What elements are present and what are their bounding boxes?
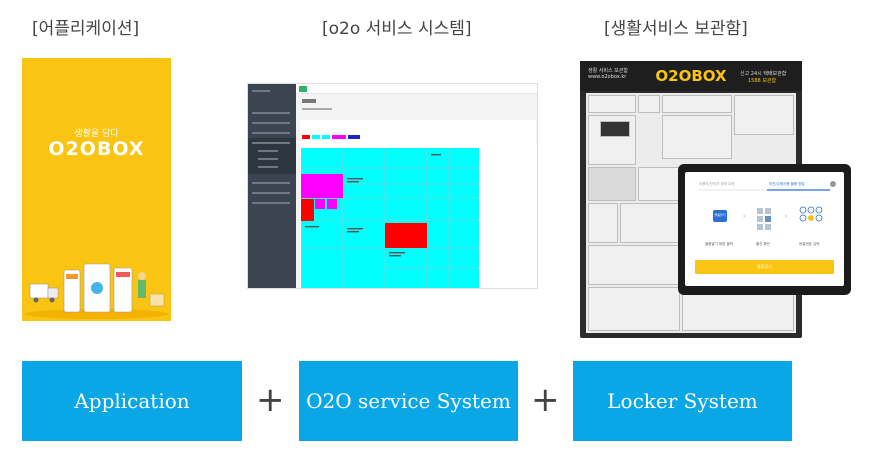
sidebar-item bbox=[252, 122, 290, 124]
kiosk-step1-button-label: 물품맡기 bbox=[714, 213, 726, 217]
locker-door bbox=[662, 95, 732, 113]
app-logo: O2OBOX bbox=[48, 138, 145, 160]
app-illustration bbox=[25, 263, 169, 319]
locker-small-screen bbox=[600, 121, 630, 137]
plus-sign: + bbox=[531, 380, 560, 420]
kiosk-screen-graphic: › › bbox=[695, 181, 836, 274]
sidebar-item bbox=[252, 132, 290, 134]
app-tagline: 생활을 담다 bbox=[74, 129, 119, 139]
dashboard-page-title bbox=[302, 99, 316, 103]
locker-kiosk-tablet: › › 이용자/관리자 정보 요청 보관/수령자용 물품 방법 물품맡기 물품맡… bbox=[678, 164, 851, 295]
kiosk-tab-user-info: 이용자/관리자 정보 요청 bbox=[699, 182, 735, 186]
app-phone-screenshot: 생활을 담다 O2OBOX bbox=[22, 58, 171, 321]
kiosk-step3-text: 비밀번호 입력 bbox=[799, 242, 820, 246]
locker-door bbox=[588, 287, 680, 331]
dashboard-menu-button bbox=[299, 86, 307, 92]
legend-swatch bbox=[348, 135, 360, 139]
legend-swatch bbox=[322, 135, 330, 139]
legend-swatch bbox=[312, 135, 320, 139]
locker-door bbox=[638, 95, 660, 113]
locker-header: 생활 서비스 보관함 www.o2obox.kr O2OBOX 신고 24시 택… bbox=[580, 61, 802, 91]
locker-door bbox=[588, 245, 680, 285]
heading-o2o-service-system: [o2o 서비스 시스템] bbox=[322, 19, 472, 39]
sidebar-item bbox=[252, 192, 290, 194]
svg-text:›: › bbox=[785, 213, 787, 220]
locker-door bbox=[662, 115, 732, 159]
locker-header-right-line1: 신고 24시 택배보관함 bbox=[740, 71, 787, 77]
sidebar-item bbox=[252, 182, 290, 184]
sidebar-item bbox=[252, 112, 290, 114]
locker-door bbox=[588, 95, 636, 113]
locker-header-left-line2: www.o2obox.kr bbox=[588, 74, 627, 80]
sidebar-subitem bbox=[258, 158, 278, 160]
dashboard-topbar bbox=[296, 84, 537, 94]
kiosk-screen: › › 이용자/관리자 정보 요청 보관/수령자용 물품 방법 물품맡기 물품맡… bbox=[685, 172, 844, 286]
heading-locker: [생활서비스 보관함] bbox=[604, 19, 748, 39]
kiosk-tab-method: 보관/수령자용 물품 방법 bbox=[769, 182, 805, 186]
sidebar-active-group bbox=[248, 138, 296, 174]
sidebar-item bbox=[252, 142, 290, 144]
sidebar-item bbox=[252, 202, 290, 204]
label-o2o-service-system: O2O service System bbox=[299, 361, 518, 441]
locker-door-dark bbox=[588, 167, 636, 201]
dashboard-breadcrumb bbox=[302, 108, 332, 110]
o2o-dashboard-screenshot bbox=[247, 83, 538, 289]
locker-occupancy-grid bbox=[301, 144, 537, 288]
locker-door bbox=[588, 203, 618, 243]
label-application: Application bbox=[22, 361, 242, 441]
kiosk-step2-text: 물건 확인 bbox=[756, 242, 770, 246]
legend-swatch bbox=[332, 135, 346, 139]
kiosk-action-button-label: 물품맡기 bbox=[757, 264, 772, 269]
sidebar-subitem bbox=[258, 166, 278, 168]
locker-header-left-line1: 생활 서비스 보관함 bbox=[588, 68, 628, 74]
plus-sign: + bbox=[256, 380, 285, 420]
sidebar-subitem bbox=[258, 150, 278, 152]
dashboard-sidebar bbox=[248, 84, 296, 288]
svg-text:›: › bbox=[743, 213, 745, 220]
sidebar-logo bbox=[252, 90, 270, 92]
locker-door bbox=[620, 203, 680, 243]
label-locker-system: Locker System bbox=[573, 361, 792, 441]
locker-header-right-line2: 1588 보관함 bbox=[748, 78, 777, 84]
locker-brand-logo: O2OBOX bbox=[655, 67, 727, 85]
kiosk-step1-text: 물품맡기 버튼 클릭 bbox=[705, 242, 733, 246]
heading-application: [어플리케이션] bbox=[32, 19, 140, 39]
legend-swatch bbox=[302, 135, 310, 139]
locker-door bbox=[734, 95, 794, 135]
